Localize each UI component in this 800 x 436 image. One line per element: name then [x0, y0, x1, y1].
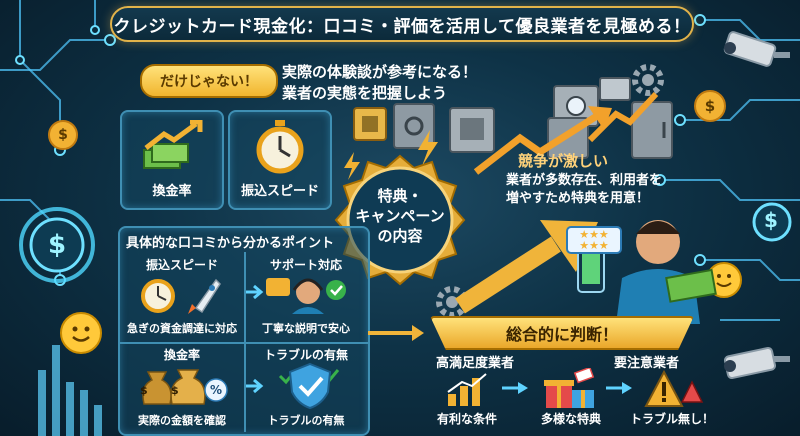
- rating-card: ★★★★★★: [566, 226, 622, 254]
- spark-icon: [418, 130, 438, 166]
- arrow-right-icon: [368, 325, 424, 341]
- security-camera-icon: [723, 346, 790, 380]
- experience-text: 実際の体験談が参考になる！ 業者の実態を把握しよう: [282, 63, 478, 102]
- gear-icon: [632, 64, 664, 96]
- safes-icon: [353, 103, 495, 153]
- good-vendor-label: 高満足度業者: [436, 356, 515, 371]
- badge: だけじゃない！: [140, 64, 278, 98]
- competition-text: 業者が多数存在、利用者を 増やすため特典を用意！: [506, 173, 663, 206]
- arrow-right-icon: [246, 378, 264, 394]
- arrow-right-icon: [606, 382, 632, 394]
- judgement-banner: 総合的に判断！: [430, 316, 694, 350]
- safes-icon: [547, 77, 673, 159]
- divider: [244, 252, 246, 432]
- money-bags-icon: [142, 369, 228, 405]
- coin-icon: $: [48, 120, 78, 150]
- dollar-icon: $: [140, 384, 148, 397]
- support-agent-icon: [266, 278, 346, 314]
- points-panel-header: 具体的な口コミから分かるポイント: [126, 236, 335, 251]
- tile-transfer-speed: 振込スピード: [228, 110, 332, 210]
- star-rating-icon: ★★★★★★: [579, 228, 609, 252]
- stopwatch-icon: [256, 120, 304, 174]
- competition-title: 競争が激しい: [518, 152, 609, 170]
- tile-exchange-rate: 換金率: [120, 110, 224, 210]
- page-title: クレジットカード現金化：口コミ・評価を活用して優良業者を見極める！: [113, 16, 691, 37]
- shield-check-icon: [278, 362, 340, 410]
- security-camera-icon: [723, 31, 790, 67]
- smiley-icon: [60, 312, 102, 354]
- arrow-right-icon: [502, 382, 528, 394]
- title-banner: クレジットカード現金化：口コミ・評価を活用して優良業者を見極める！: [110, 6, 694, 42]
- warning-icon: [644, 369, 704, 407]
- percent-icon: %: [210, 383, 223, 397]
- gift-icon: [544, 368, 595, 408]
- stopwatch-rocket-icon: [141, 278, 221, 314]
- dollar-icon: $: [48, 230, 67, 260]
- bar-chart-icon: [447, 373, 487, 406]
- caution-vendor-label: 要注意業者: [614, 356, 680, 371]
- money-growth-icon: [143, 120, 203, 169]
- zigzag-arrow-icon: [587, 91, 659, 143]
- spark-icon: [344, 152, 360, 180]
- coin-icon: $: [694, 90, 726, 122]
- dollar-icon: $: [171, 384, 179, 397]
- points-panel: 具体的な口コミから分かるポイント 振込スピード 急ぎの資金調達に対応 サポート対…: [118, 226, 370, 436]
- arrow-right-icon: [246, 284, 264, 300]
- center-badge-text: 特典・ キャンペーン の内容: [355, 187, 445, 245]
- various-perks-label: 多様な特典: [540, 412, 601, 426]
- no-trouble-label: トラブル無し！: [629, 412, 714, 426]
- dollar-icon: $: [764, 208, 778, 232]
- favorable-terms-label: 有利な条件: [436, 412, 497, 426]
